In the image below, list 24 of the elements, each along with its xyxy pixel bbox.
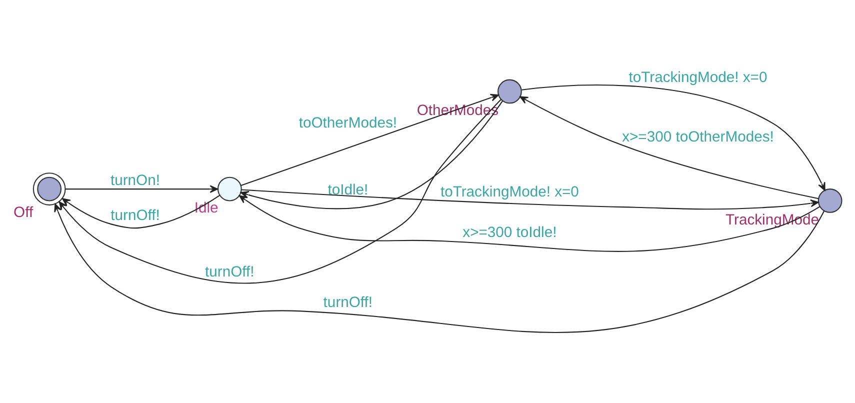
node-circle (818, 188, 842, 213)
arrow (522, 84, 826, 191)
node-circle (217, 176, 242, 202)
edge-label: turnOff! (205, 264, 254, 280)
arrow (520, 96, 819, 200)
edge-label: turnOff! (110, 208, 160, 224)
edge-label: toIdle! (328, 182, 368, 199)
arrow (62, 194, 220, 229)
arrow (65, 185, 218, 193)
edge-label: toOtherModes! (298, 116, 398, 132)
edge-label: turnOn! (110, 173, 160, 190)
node-label: Idle (194, 200, 218, 217)
arrow (238, 195, 820, 252)
arrow (58, 99, 502, 284)
node-circle (498, 79, 522, 104)
edge-label: turnOff! (323, 295, 373, 312)
edge-label: toTrackingMode! x=0 (628, 70, 768, 86)
arrow (54, 204, 825, 333)
edge-label: x>=300 toIdle! (462, 225, 557, 241)
edge-label: x>=300 toOtherModes! (622, 130, 774, 146)
edge-label: toTrackingMode! x=0 (440, 184, 579, 201)
node-circle (32, 172, 66, 206)
node-label: Off (14, 204, 34, 221)
arrow (240, 94, 499, 186)
